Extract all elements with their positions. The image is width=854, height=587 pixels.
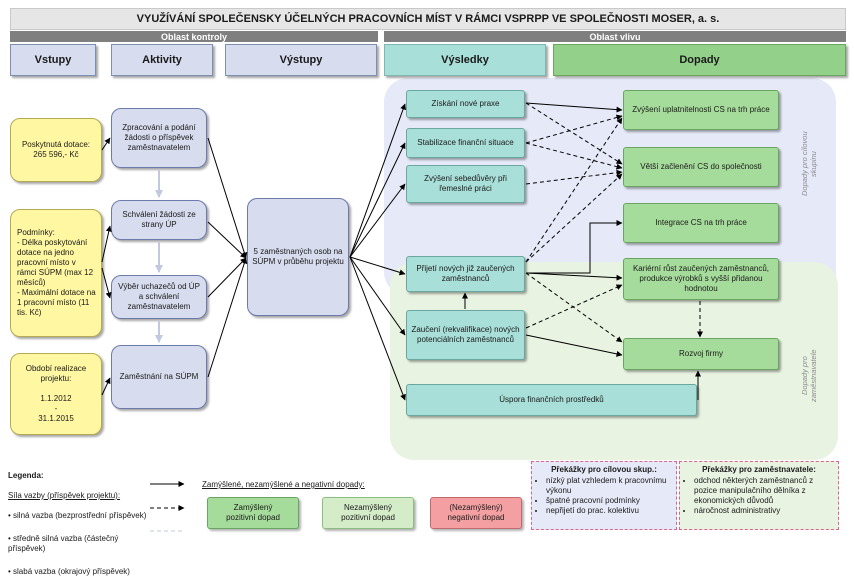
- input-conditions: Podmínky: - Délka poskytování dotace na …: [10, 209, 102, 337]
- result-savings: Úspora finančních prostředků: [406, 384, 697, 416]
- legend: Legenda: Síla vazby (příspěvek projektu)…: [8, 461, 150, 587]
- activity-application: Zpracování a podání žádosti o příspěvek …: [111, 108, 207, 168]
- area-control: Oblast kontroly: [10, 31, 378, 42]
- legend-strong: • silná vazba (bezprostřední příspěvek): [8, 511, 147, 520]
- barrier-item: nepřijetí do prac. kolektivu: [546, 506, 671, 516]
- barriers-employer: Překážky pro zaměstnavatele: odchod někt…: [679, 461, 839, 530]
- result-trained-hires: Přijetí nových již zaučených zaměstnanců: [406, 256, 525, 292]
- result-retraining: Zaučení (rekvalifikace) nových potenciál…: [406, 310, 525, 360]
- area-influence: Oblast vlivu: [384, 31, 846, 42]
- diagram-title: VYUŽÍVÁNÍ SPOLEČENSKY ÚČELNÝCH PRACOVNÍC…: [10, 8, 846, 30]
- result-new-practice: Získání nové praxe: [406, 90, 525, 118]
- activity-employment: Zaměstnání na SÚPM: [111, 345, 207, 409]
- barrier-item: nízký plat vzhledem k pracovnímu výkonu: [546, 476, 671, 496]
- impact-social-inclusion: Větší začlenění CS do společnosti: [623, 147, 779, 187]
- barriers-target-group: Překážky pro cílovou skup.: nízký plat v…: [531, 461, 677, 530]
- barriers-employer-title: Překážky pro zaměstnavatele:: [702, 465, 816, 474]
- barrier-item: náročnost administrativy: [694, 506, 833, 516]
- activity-approval: Schválení žádosti ze strany ÚP: [111, 200, 207, 240]
- column-inputs: Vstupy: [10, 44, 96, 76]
- barrier-item: špatné pracovní podmínky: [546, 496, 671, 506]
- output-employed: 5 zaměstnaných osob na SÚPM v průběhu pr…: [247, 198, 349, 316]
- impact-employability: Zvýšení uplatnitelnosti CS na trh práce: [623, 90, 779, 130]
- barrier-item: odchod některých zaměstnanců z pozice ma…: [694, 476, 833, 506]
- column-impacts: Dopady: [553, 44, 846, 76]
- column-results: Výsledky: [384, 44, 546, 76]
- legend-negative: (Nezamýšlený) negativní dopad: [430, 497, 522, 529]
- label-target-group-impacts: Dopady pro cílovou skupinu: [800, 131, 818, 197]
- activity-selection: Výběr uchazečů od ÚP a schválení zaměstn…: [111, 275, 207, 319]
- impact-career-growth: Kariérní růst zaučených zaměstnanců, pro…: [623, 258, 779, 300]
- input-subsidy: Poskytnutá dotace: 265 596,- Kč: [10, 118, 102, 182]
- result-financial-stability: Stabilizace finanční situace: [406, 128, 525, 158]
- legend-unintended: Nezamýšlený pozitivní dopad: [322, 497, 414, 529]
- label-employer-impacts: Dopady pro zaměstnavatele: [800, 349, 818, 403]
- legend-weak: • slabá vazba (okrajový příspěvek): [8, 567, 130, 576]
- legend-links-title: Síla vazby (příspěvek projektu):: [8, 491, 121, 500]
- impact-labour-integration: Integrace CS na trh práce: [623, 203, 779, 243]
- impact-company-growth: Rozvoj firmy: [623, 338, 779, 370]
- barriers-target-title: Překážky pro cílovou skup.:: [551, 465, 657, 474]
- result-self-confidence: Zvýšení sebedůvěry při řemeslné práci: [406, 165, 525, 203]
- legend-impacts-title: Zamýšlené, nezamýšlené a negativní dopad…: [202, 480, 365, 489]
- column-activities: Aktivity: [111, 44, 213, 76]
- legend-heading: Legenda:: [8, 471, 44, 480]
- legend-intended: Zamýšlený pozitivní dopad: [207, 497, 299, 529]
- input-period: Období realizace projektu: 1.1.2012 - 31…: [10, 353, 102, 435]
- column-outputs: Výstupy: [225, 44, 377, 76]
- legend-medium: • středně silná vazba (částečný příspěve…: [8, 534, 119, 553]
